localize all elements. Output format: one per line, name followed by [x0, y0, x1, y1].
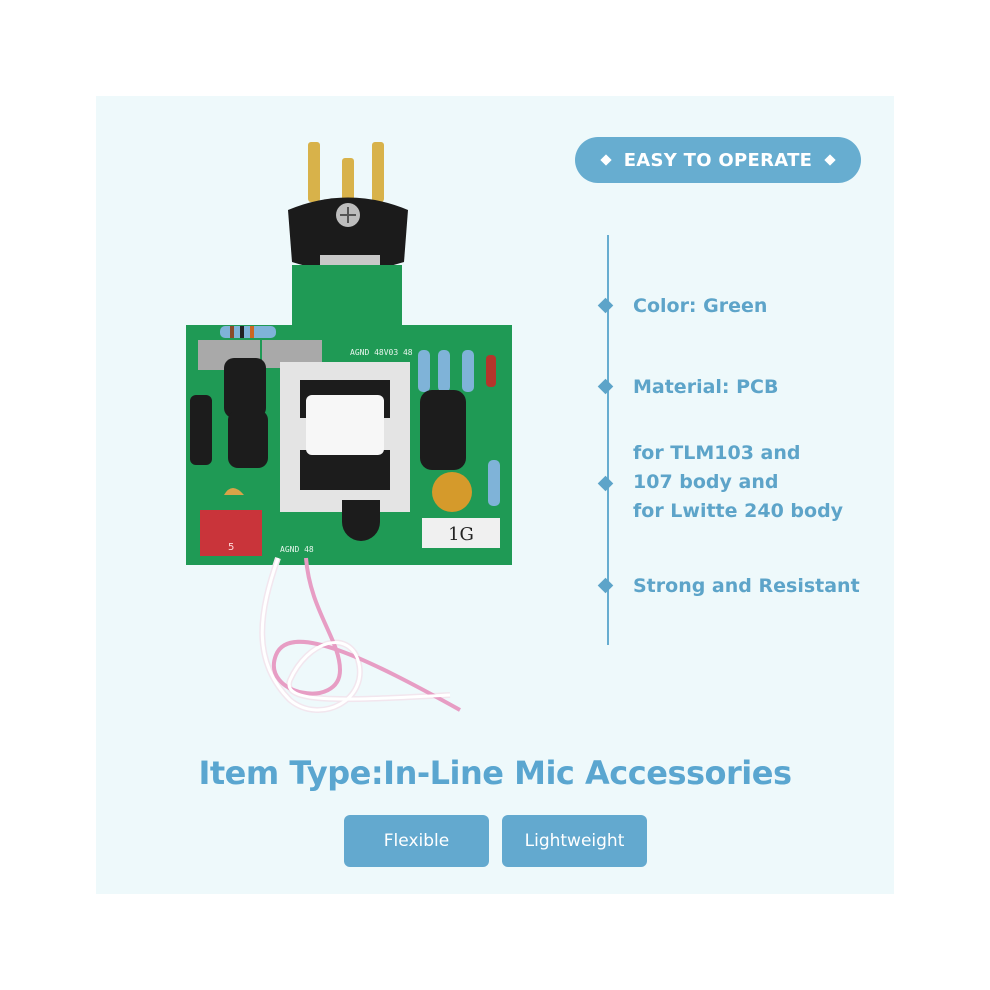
svg-text:AGND 48: AGND 48: [280, 545, 314, 554]
feature-color: Color: Green: [633, 295, 768, 317]
easy-to-operate-badge: EASY TO OPERATE: [575, 137, 861, 183]
xlr-pin-middle: [342, 158, 354, 208]
svg-text:AGND 48V03 48: AGND 48V03 48: [350, 348, 413, 357]
diamond-bullet-icon: [824, 154, 836, 166]
diode: [486, 355, 496, 387]
xlr-connector-body: [288, 197, 408, 271]
badge-label: EASY TO OPERATE: [623, 149, 813, 171]
electrolytic-capacitor: [224, 358, 266, 418]
diamond-bullet-icon: [600, 154, 612, 166]
transistor: [342, 500, 380, 541]
resistor: [220, 326, 276, 338]
xlr-pin-right: [372, 142, 384, 202]
red-capacitor: [200, 510, 262, 556]
wire-pink: [271, 557, 461, 712]
product-image: 1G 5 AGND 48V03 48 AGND 48: [186, 142, 512, 713]
tag-flexible: Flexible: [344, 815, 489, 867]
trimmer-label: [422, 518, 500, 548]
feature-strength: Strong and Resistant: [633, 575, 860, 597]
tag-lightweight: Lightweight: [502, 815, 647, 867]
tantalum-capacitor: [432, 472, 472, 512]
feature-compatibility: for TLM103 and 107 body and for Lwitte 2…: [633, 442, 844, 522]
item-type-title: Item Type:In-Line Mic Accessories: [198, 754, 792, 792]
xlr-pin-left: [308, 142, 320, 202]
trimmer-text: 1G: [448, 524, 474, 545]
feature-timeline-line: [607, 235, 609, 645]
svg-text:5: 5: [228, 542, 234, 553]
feature-material: Material: PCB: [633, 376, 779, 398]
pcb-neck: [292, 265, 402, 325]
